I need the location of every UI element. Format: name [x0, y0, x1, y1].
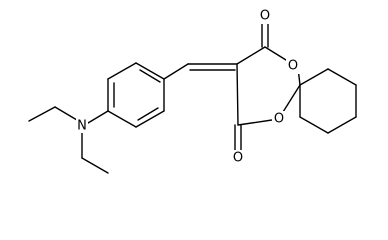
- chemical-structure-diagram: N O O O O: [28, 8, 357, 174]
- benzene-bond-5: [135, 110, 165, 128]
- oxygen-carbonyl-bottom-label-bg: [231, 150, 245, 166]
- cyclohexane-bond-1: [299, 68, 329, 86]
- bond-c6-c5: [236, 63, 239, 126]
- nitrogen-label: N: [77, 119, 87, 134]
- atom-labels: N O O O O: [76, 8, 300, 166]
- benzylidene-linker: [163, 63, 238, 80]
- cyclohexane-bond-5: [299, 116, 329, 134]
- benzene-double-bond-3: [137, 107, 159, 121]
- oxygen-ring-bottom-label: O: [274, 112, 284, 127]
- oxygen-ring-bottom-label-bg: [272, 111, 286, 127]
- benzene-ring: [107, 62, 165, 128]
- oxygen-ring-top-label: O: [288, 59, 298, 74]
- oxygen-ring-top-label-bg: [286, 58, 300, 74]
- bond-aryl-methine: [163, 63, 189, 80]
- oxygen-carbonyl-top-label-bg: [258, 8, 272, 24]
- bond-ethyl-upper-methyl: [28, 106, 56, 122]
- cyclohexane-bond-2: [327, 68, 357, 86]
- bond-n-aryl: [87, 110, 109, 124]
- cyclohexane-ring: [299, 68, 357, 134]
- benzene-bond-2: [107, 62, 137, 80]
- benzene-bond-3: [135, 62, 165, 80]
- oxygen-carbonyl-top-label: O: [260, 9, 270, 24]
- bond-c5-c4-top: [236, 46, 266, 65]
- dioxanedione-ring: [234, 23, 301, 151]
- bond-spiro-o-ring-bottom: [282, 84, 301, 113]
- benzene-bond-6: [107, 110, 137, 128]
- benzene-double-bond-2: [139, 69, 161, 83]
- nitrogen-label-bg: [76, 118, 88, 133]
- bond-ethyl-lower-methyl: [81, 157, 109, 174]
- diethylamino-group: [28, 106, 109, 174]
- cyclohexane-bond-4: [327, 116, 357, 134]
- oxygen-carbonyl-bottom-label: O: [233, 151, 243, 166]
- bond-o-ring-bottom-c6: [237, 119, 273, 126]
- bond-c4-o-ring-top: [264, 46, 287, 61]
